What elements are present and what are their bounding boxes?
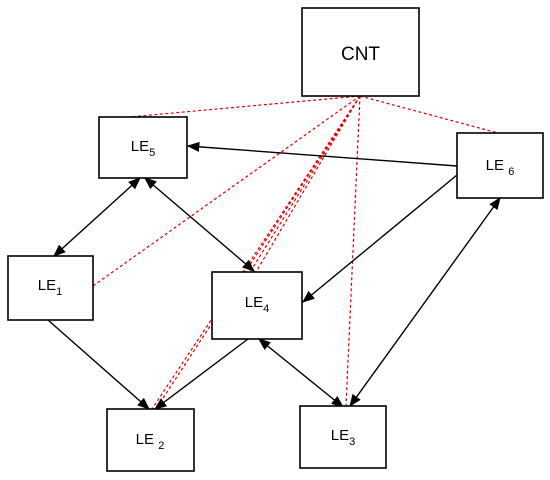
le4-le3-arrow bbox=[258, 338, 344, 408]
node-le4-label: LE4 bbox=[245, 294, 269, 315]
cnt-to-le3-link bbox=[345, 95, 361, 407]
node-le3-label: LE3 bbox=[331, 427, 355, 448]
le4-to-le2-arrow bbox=[153, 338, 249, 410]
cnt-to-le6-link bbox=[359, 95, 499, 134]
node-le6-box bbox=[456, 132, 544, 199]
le-links bbox=[47, 141, 501, 410]
cnt-to-le2-link-b bbox=[155, 95, 361, 410]
node-le1-label: LE1 bbox=[38, 277, 62, 298]
node-le2-box bbox=[106, 408, 195, 472]
node-le4-box bbox=[211, 271, 303, 340]
le6-to-le4-arrow bbox=[302, 174, 458, 303]
node-cnt-label: CNT bbox=[341, 44, 380, 65]
node-le5-box bbox=[98, 116, 188, 179]
cnt-to-le4-link-b bbox=[255, 95, 361, 273]
le5-le4-arrow bbox=[144, 177, 255, 272]
node-le1: LE1 bbox=[7, 255, 94, 321]
le1-to-le2-arrow bbox=[47, 319, 150, 410]
le5-le1-arrow bbox=[53, 177, 141, 257]
cnt-to-le4-link-a bbox=[249, 95, 361, 273]
node-cnt-box bbox=[301, 7, 420, 97]
node-le3-box bbox=[299, 405, 387, 469]
le6-to-le5-arrow bbox=[186, 141, 458, 167]
node-le3: LE3 bbox=[299, 405, 387, 469]
node-le5: LE5 bbox=[98, 116, 188, 179]
node-cnt: CNT bbox=[301, 7, 420, 97]
node-le2-label: LE 2 bbox=[136, 431, 165, 452]
le6-le3-arrow bbox=[349, 196, 501, 408]
node-le6: LE 6 bbox=[456, 132, 544, 199]
node-le5-label: LE5 bbox=[131, 138, 155, 159]
node-le1-box bbox=[7, 255, 94, 321]
node-le2: LE 2 bbox=[106, 408, 195, 472]
node-le4: LE4 bbox=[211, 271, 303, 340]
cnt-to-le5-link bbox=[128, 95, 361, 118]
node-le6-label: LE 6 bbox=[486, 157, 515, 178]
